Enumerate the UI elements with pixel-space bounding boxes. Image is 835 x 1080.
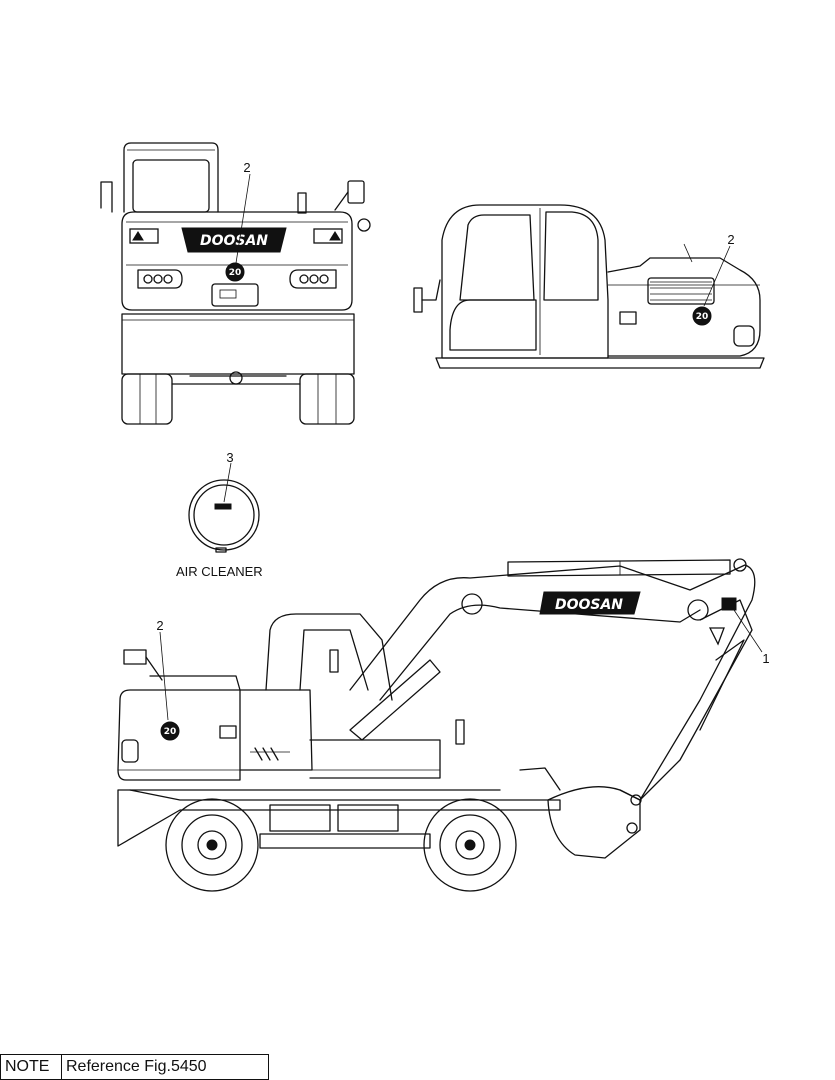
side-tonnage-badge [692,306,712,326]
callout-main-view-arm: 1 [762,651,769,666]
main-tonnage-badge [160,721,180,741]
front-brand-logo: DOOSAN [200,233,268,249]
callout-front-view: 2 [243,160,250,175]
svg-text:20: 20 [164,727,177,737]
main-brand-logo: DOOSAN [555,597,623,613]
callout-main-view-left: 2 [156,618,163,633]
air-cleaner-label: AIR CLEANER [176,564,263,579]
callout-air-cleaner: 3 [226,450,233,465]
callout-side-view: 2 [727,232,734,247]
note-reference: Reference Fig.5450 [66,1058,207,1075]
svg-text:20: 20 [229,268,242,278]
side-upper-view: 20 2 [413,204,765,369]
note-box: NOTE Reference Fig.5450 [0,1054,269,1080]
main-excavator-view: 20 DOOSAN [117,558,770,892]
front-tonnage-badge [225,262,245,282]
air-cleaner-part: 3 [188,450,260,553]
front-view: DOOSAN 20 2 [100,142,371,425]
svg-text:20: 20 [696,312,709,322]
note-label: NOTE [1,1055,62,1079]
